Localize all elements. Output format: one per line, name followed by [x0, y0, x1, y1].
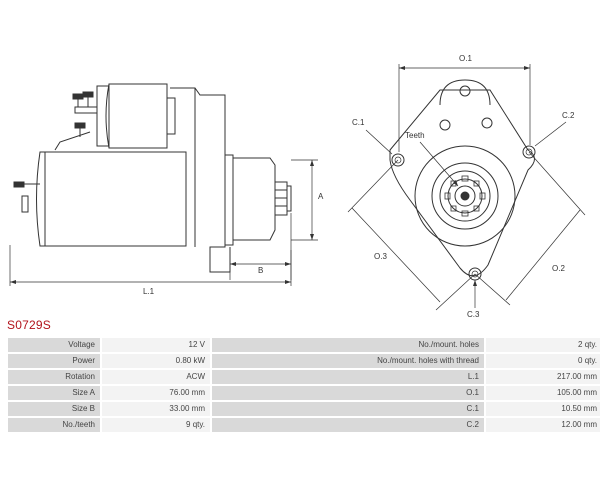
spec-label: No./teeth — [8, 418, 100, 432]
spec-value: ACW — [102, 370, 210, 384]
dim-label-a: A — [318, 192, 324, 201]
spec-label: C.1 — [212, 402, 484, 416]
side-view — [9, 83, 318, 286]
technical-drawing: A B L.1 — [9, 54, 586, 319]
spec-value: 10.50 mm — [486, 402, 600, 416]
dim-label-b: B — [258, 266, 263, 275]
dim-label-c3: C.3 — [467, 310, 480, 319]
spec-label: L.1 — [212, 370, 484, 384]
dim-label-c2: C.2 — [562, 111, 575, 120]
teeth-label: Teeth — [405, 131, 425, 140]
spec-label: Voltage — [8, 338, 100, 352]
dim-label-l1: L.1 — [143, 287, 155, 296]
spec-value: 0.80 kW — [102, 354, 210, 368]
dim-label-o2: O.2 — [552, 264, 565, 273]
spec-label: Power — [8, 354, 100, 368]
spec-value: 76.00 mm — [102, 386, 210, 400]
spec-value: 12 V — [102, 338, 210, 352]
spec-value: 33.00 mm — [102, 402, 210, 416]
spec-label: No./mount. holes — [212, 338, 484, 352]
spec-label: C.2 — [212, 418, 484, 432]
dim-label-o1: O.1 — [459, 54, 472, 63]
spec-value: 105.00 mm — [486, 386, 600, 400]
spec-label: Rotation — [8, 370, 100, 384]
part-number: S0729S — [7, 318, 51, 332]
spec-value: 2 qty. — [486, 338, 600, 352]
spec-value: 9 qty. — [102, 418, 210, 432]
spec-label: Size B — [8, 402, 100, 416]
spec-value: 217.00 mm — [486, 370, 600, 384]
front-view — [347, 64, 586, 311]
spec-label: Size A — [8, 386, 100, 400]
dim-label-o3: O.3 — [374, 252, 387, 261]
spec-label: O.1 — [212, 386, 484, 400]
dim-label-c1: C.1 — [352, 118, 365, 127]
spec-value: 12.00 mm — [486, 418, 600, 432]
spec-label: No./mount. holes with thread — [212, 354, 484, 368]
spec-value: 0 qty. — [486, 354, 600, 368]
